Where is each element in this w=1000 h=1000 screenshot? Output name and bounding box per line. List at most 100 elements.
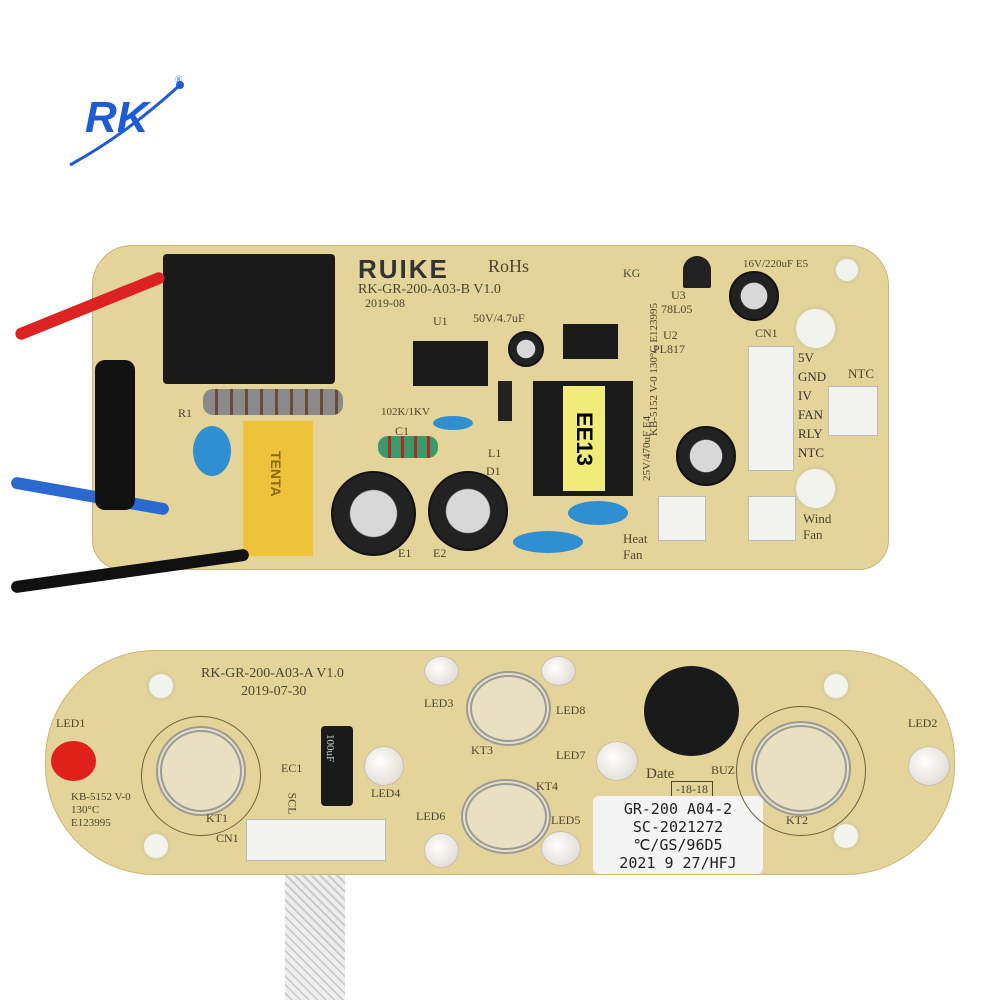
label-led7: LED7 bbox=[556, 748, 586, 762]
label-buz: BUZ bbox=[711, 763, 735, 777]
mounting-hole bbox=[831, 821, 861, 851]
label-scl: SCL bbox=[285, 792, 300, 815]
label-kt2: KT2 bbox=[786, 813, 808, 827]
label-cn1-b: CN1 bbox=[216, 831, 239, 845]
capacitor-e5 bbox=[729, 271, 779, 321]
capacitor-e4 bbox=[676, 426, 736, 486]
label-u2: U2 bbox=[663, 328, 678, 342]
led2 bbox=[908, 746, 950, 786]
label-ntc: NTC bbox=[848, 366, 874, 381]
power-resistor bbox=[203, 389, 343, 415]
mounting-hole bbox=[821, 671, 851, 701]
heat-fan-connector bbox=[658, 496, 706, 541]
power-board: RUIKE RoHs RK-GR-200-A03-B V1.0 2019-08 … bbox=[92, 245, 889, 570]
label-led1: LED1 bbox=[56, 716, 86, 730]
cn1-pin-labels: 5V GND IV FAN RLY NTC bbox=[798, 348, 826, 462]
mounting-hole bbox=[793, 306, 838, 351]
label-e4: 25V/470uF E4 bbox=[641, 415, 653, 481]
label-heat-fan: Heat Fan bbox=[623, 531, 648, 562]
label-e5: 16V/220uF E5 bbox=[743, 258, 809, 270]
ec1-capacitor: 100uF bbox=[321, 726, 353, 806]
touch-spring-kt4 bbox=[461, 779, 551, 854]
label-u1: U1 bbox=[433, 314, 448, 328]
qc-sticker: GR-200 A04-2 SC-2021272 ℃/GS/96D5 2021 9… bbox=[593, 796, 763, 874]
ribbon-connector bbox=[246, 819, 386, 861]
cert-label-b: KB-5152 V-0 130°C E123995 bbox=[71, 791, 131, 829]
inductor bbox=[378, 436, 438, 458]
label-led3: LED3 bbox=[424, 696, 454, 710]
ntc-connector bbox=[828, 386, 878, 436]
board-date: 2019-08 bbox=[365, 296, 405, 310]
label-pl817: PL817 bbox=[653, 342, 686, 356]
logo-text: RK bbox=[85, 93, 149, 142]
sticker-line: SC-2021272 bbox=[632, 818, 724, 836]
board-model-b: RK-GR-200-A03-A V1.0 bbox=[201, 666, 344, 681]
label-e3: 50V/4.7uF bbox=[473, 311, 525, 325]
label-led4: LED4 bbox=[371, 786, 401, 800]
transformer-label: EE13 bbox=[563, 386, 605, 491]
label-cn1: CN1 bbox=[755, 326, 778, 340]
label-kt4: KT4 bbox=[536, 779, 558, 793]
pin-5v: 5V bbox=[798, 350, 814, 365]
touch-spring-kt3 bbox=[466, 671, 551, 746]
label-date: Date bbox=[646, 766, 675, 782]
control-board: RK-GR-200-A03-A V1.0 2019-07-30 LED1 KB-… bbox=[45, 650, 955, 875]
label-d1: D1 bbox=[486, 464, 501, 478]
label-led6: LED6 bbox=[416, 809, 446, 823]
pin-iv: IV bbox=[798, 388, 812, 403]
pin-rly: RLY bbox=[798, 426, 823, 441]
diode bbox=[498, 381, 512, 421]
led8 bbox=[541, 656, 576, 686]
label-u3: U3 bbox=[671, 288, 686, 302]
mounting-hole bbox=[833, 256, 861, 284]
buzzer bbox=[644, 666, 739, 756]
x-capacitor: TENTA bbox=[243, 421, 313, 556]
led7 bbox=[596, 741, 638, 781]
mounting-hole bbox=[146, 671, 176, 701]
pin-ntc: NTC bbox=[798, 445, 824, 460]
brand: RUIKE bbox=[358, 254, 449, 284]
red-led bbox=[51, 741, 96, 781]
sticker-line: 2021 9 27/HFJ bbox=[619, 854, 737, 872]
mounting-hole bbox=[793, 466, 838, 511]
label-kt1: KT1 bbox=[206, 811, 228, 825]
touch-spring-kt1 bbox=[156, 726, 246, 816]
touch-spring-kt2 bbox=[751, 721, 851, 816]
label-ec1: EC1 bbox=[281, 761, 303, 775]
board-model: RK-GR-200-A03-B V1.0 bbox=[358, 282, 501, 297]
relay bbox=[163, 254, 335, 384]
optocoupler-u2 bbox=[563, 324, 618, 359]
label-e2: E2 bbox=[433, 546, 447, 560]
ribbon-cable bbox=[285, 875, 345, 1000]
label-e1: E1 bbox=[398, 546, 412, 560]
regulator-u3 bbox=[683, 256, 711, 288]
led4 bbox=[364, 746, 404, 786]
wind-fan-connector bbox=[748, 496, 796, 541]
capacitor-e2 bbox=[428, 471, 508, 551]
cn1-connector bbox=[748, 346, 794, 471]
x-cap-label: TENTA bbox=[268, 451, 284, 497]
ceramic-cap bbox=[513, 531, 583, 553]
transformer: EE13 bbox=[533, 381, 633, 496]
led6 bbox=[424, 833, 459, 868]
ceramic-cap bbox=[568, 501, 628, 525]
fuse-sleeve bbox=[95, 360, 135, 510]
logo-swoosh-icon bbox=[69, 81, 184, 167]
pin-gnd: GND bbox=[798, 369, 827, 384]
rohs-label: RoHs bbox=[488, 256, 530, 276]
ceramic-cap bbox=[433, 416, 473, 430]
label-kt3: KT3 bbox=[471, 743, 493, 757]
registered-mark: ® bbox=[175, 75, 183, 86]
ec1-value: 100uF bbox=[324, 734, 336, 763]
label-r1: R1 bbox=[178, 406, 193, 420]
led3 bbox=[424, 656, 459, 686]
capacitor-e3 bbox=[508, 331, 544, 367]
rk-logo: RK ® bbox=[65, 75, 195, 170]
mounting-hole bbox=[141, 831, 171, 861]
label-l1: L1 bbox=[488, 446, 502, 460]
touch-pad-ring bbox=[736, 706, 866, 836]
label-102k: 102K/1KV bbox=[381, 406, 430, 418]
label-led2: LED2 bbox=[908, 716, 938, 730]
label-led8: LED8 bbox=[556, 703, 586, 717]
touch-pad-ring bbox=[141, 716, 261, 836]
